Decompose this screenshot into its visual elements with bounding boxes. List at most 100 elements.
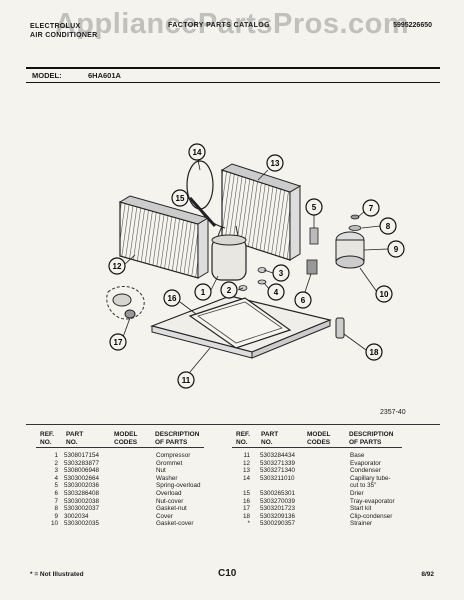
part-number: 3002034: [64, 512, 89, 520]
start-kit: [106, 285, 145, 320]
callout-label: 2: [227, 286, 232, 295]
part-number: 5300265301: [260, 489, 296, 497]
spring-overload: [309, 227, 319, 245]
part-description: Base: [350, 452, 365, 459]
part-description: Overload: [156, 489, 182, 497]
header-catalog-number: 5995226650: [393, 22, 432, 29]
part-description: Nut: [156, 467, 166, 475]
part-ref-number: 9: [54, 512, 58, 520]
part-number: 5303270039: [260, 497, 296, 505]
callout-7: 7: [362, 199, 380, 217]
right-header-model-codes: MODEL CODES: [307, 431, 331, 446]
left-header-part: PART NO.: [66, 431, 84, 446]
callout-18: 18: [365, 343, 383, 361]
header-brand-line1: ELECTROLUX: [30, 23, 81, 30]
header-brand-line2: AIR CONDITIONER: [30, 32, 98, 39]
part-number: 5303201723: [260, 505, 296, 513]
overload: [306, 259, 318, 275]
callout-label: 11: [182, 376, 191, 385]
callout-1: 1: [194, 283, 212, 301]
callout-label: 6: [301, 296, 306, 305]
part-number: 5300290357: [260, 520, 296, 528]
callout-label: 10: [380, 290, 389, 299]
header-brand: ELECTROLUX AIR CONDITIONER: [30, 22, 98, 40]
callout-label: 4: [274, 288, 279, 297]
callout-label: 16: [168, 294, 177, 303]
part-number: 5303002036: [64, 482, 100, 490]
model-label: MODEL:: [32, 71, 62, 80]
part-description: Gasket-nut: [156, 505, 187, 513]
part-ref-number: 13: [242, 467, 250, 475]
part-number: 5303002038: [64, 497, 100, 505]
callout-3: 3: [272, 264, 290, 282]
drier: [188, 197, 217, 227]
callout-2: 2: [220, 281, 238, 299]
callout-14: 14: [188, 143, 206, 161]
left-header-model-codes: MODEL CODES: [114, 431, 138, 446]
callout-4: 4: [267, 283, 285, 301]
callout-10: 10: [375, 285, 393, 303]
callout-label: 14: [193, 148, 202, 157]
part-ref-number: 5: [54, 482, 58, 490]
part-description: Spring-overload: [156, 482, 201, 490]
left-header-underline: [36, 447, 204, 448]
part-description: Clip-condenser: [350, 512, 393, 520]
callout-label: 12: [113, 262, 122, 271]
part-number: 5308017154: [64, 452, 100, 459]
part-description: Compressor: [156, 452, 191, 459]
part-ref-number: 1: [54, 452, 58, 459]
callout-16: 16: [163, 289, 181, 307]
callout-15: 15: [171, 189, 189, 207]
callout-8: 8: [379, 217, 397, 235]
condenser-clip: [335, 317, 345, 339]
callout-label: 17: [114, 338, 123, 347]
model-value: 6HA601A: [88, 71, 121, 80]
callout-12: 12: [108, 257, 126, 275]
part-description: Drier: [350, 489, 364, 497]
part-description: Cover: [156, 512, 173, 520]
part-description: Start kit: [350, 505, 372, 513]
evaporator-coil: [118, 195, 210, 279]
part-ref-number: 10: [50, 520, 58, 528]
part-number: 5303002664: [64, 474, 100, 482]
callout-label: 13: [271, 159, 280, 168]
part-number: 5303286408: [64, 489, 100, 497]
part-ref-number: 2: [54, 459, 58, 467]
table-top-rule: [26, 424, 440, 425]
part-ref-number: 4: [54, 474, 58, 482]
callout-11: 11: [177, 371, 195, 389]
part-number: 5303283877: [64, 459, 100, 467]
part-ref-number: 11: [243, 452, 250, 459]
left-header-ref: REF. NO.: [40, 431, 55, 446]
part-description: cut to 35": [350, 482, 377, 490]
right-header-underline: [232, 447, 402, 448]
part-description: Grommet: [156, 459, 183, 467]
part-number: 5303209136: [260, 512, 296, 520]
part-number: 5303002035: [64, 520, 100, 528]
part-ref-number: *: [247, 520, 250, 528]
part-ref-number: 8: [54, 505, 58, 513]
part-ref-number: 14: [242, 474, 250, 482]
part-number: 5308006948: [64, 467, 100, 475]
right-header-ref: REF. NO.: [236, 431, 251, 446]
left-header-description: DESCRIPTION OF PARTS: [155, 431, 200, 446]
callout-13: 13: [266, 154, 284, 172]
callout-label: 3: [279, 269, 284, 278]
footer-not-illustrated-note: * = Not Illustrated: [30, 571, 84, 578]
footer-date: 8/92: [421, 571, 434, 578]
diagram-reference-code: 2357-40: [380, 409, 406, 416]
part-description: Capillary tube-: [350, 474, 391, 482]
right-header-description: DESCRIPTION OF PARTS: [349, 431, 394, 446]
callout-label: 8: [386, 222, 391, 231]
callout-label: 7: [369, 204, 374, 213]
part-ref-number: 6: [54, 489, 58, 497]
part-description: Nut-cover: [156, 497, 184, 505]
part-ref-number: [234, 482, 250, 490]
part-ref-number: 18: [242, 512, 250, 520]
